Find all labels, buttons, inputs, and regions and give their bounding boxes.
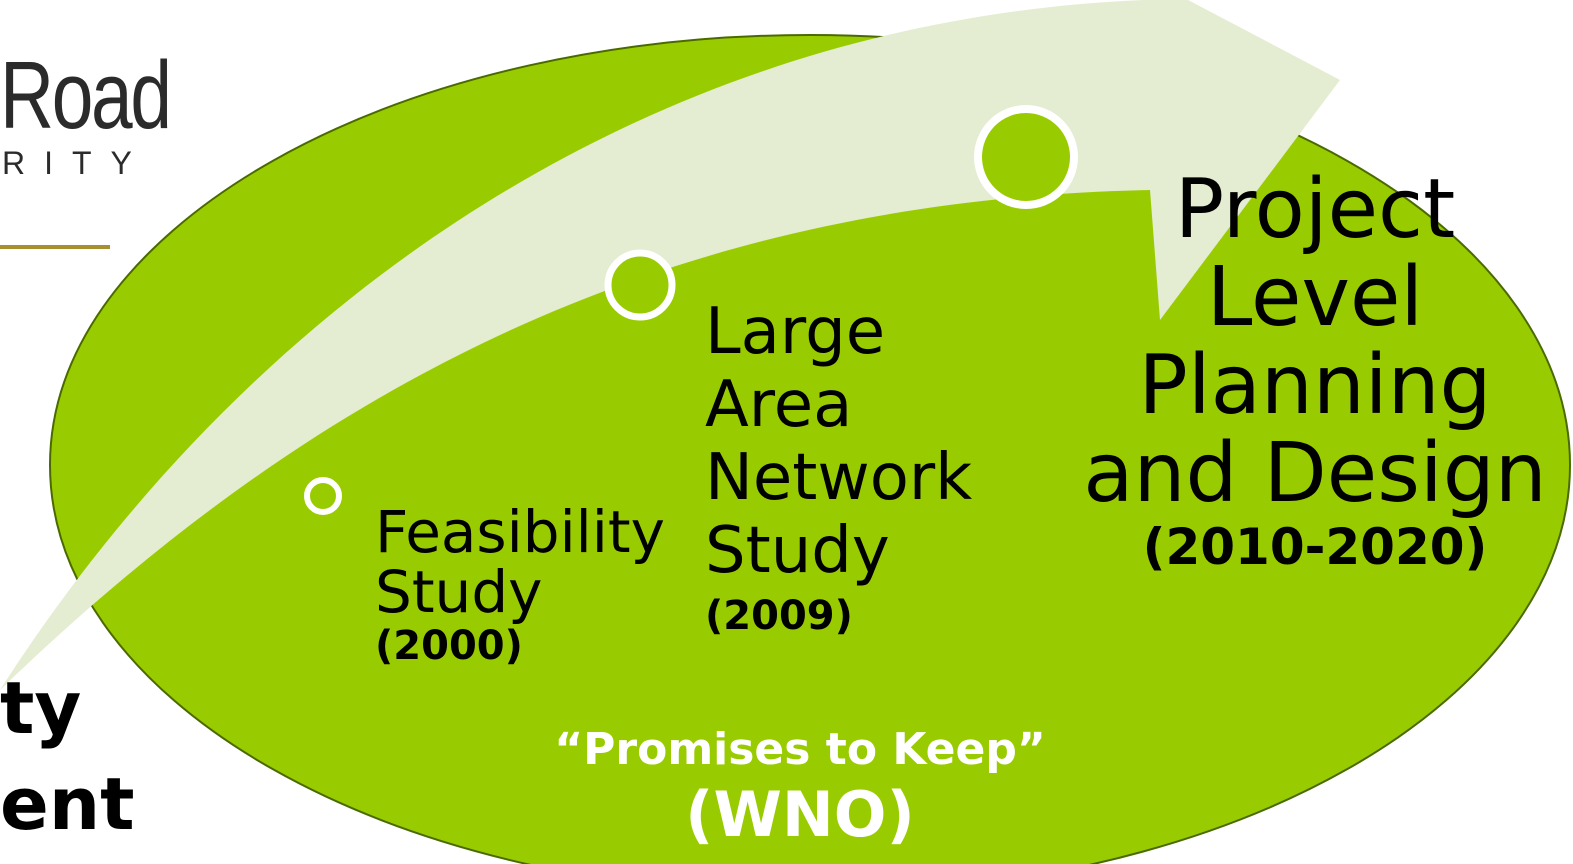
logo-wordmark: Road xyxy=(0,42,172,149)
stage-3-year: (2010-2020) xyxy=(1142,518,1488,576)
stage-1-line-1: Feasibility xyxy=(375,498,665,566)
title-fragment-2: ent xyxy=(0,762,135,846)
stage-2-label: Large Area Network Study xyxy=(705,296,972,588)
stage-3-line-1: Project xyxy=(1174,162,1456,257)
org-label: (WNO) xyxy=(685,778,915,851)
title-fragment-1: ty xyxy=(0,666,82,750)
stage-2-year: (2009) xyxy=(705,593,853,639)
stage-2-line-4: Study xyxy=(705,514,890,588)
logo-subtitle: RITY xyxy=(2,145,151,181)
tagline: “Promises to Keep” xyxy=(554,724,1046,775)
stage-marker-small xyxy=(304,477,342,515)
stage-marker-medium xyxy=(604,249,676,321)
header-gold-rule xyxy=(0,245,110,249)
stage-3-label: Project Level Planning and Design xyxy=(1080,166,1550,518)
stage-2-line-1: Large xyxy=(705,295,886,369)
stage-2-line-3: Network xyxy=(705,441,973,515)
stage-3-line-4: and Design xyxy=(1083,426,1547,521)
stage-3-line-3: Planning xyxy=(1138,338,1492,433)
stage-1-label: Feasibility Study xyxy=(375,502,665,622)
stage-2-line-2: Area xyxy=(705,368,853,442)
stage-1-line-2: Study xyxy=(375,558,543,626)
stage-3-line-2: Level xyxy=(1206,250,1424,345)
stage-1-year: (2000) xyxy=(375,623,523,669)
stage-marker-large xyxy=(974,105,1078,209)
